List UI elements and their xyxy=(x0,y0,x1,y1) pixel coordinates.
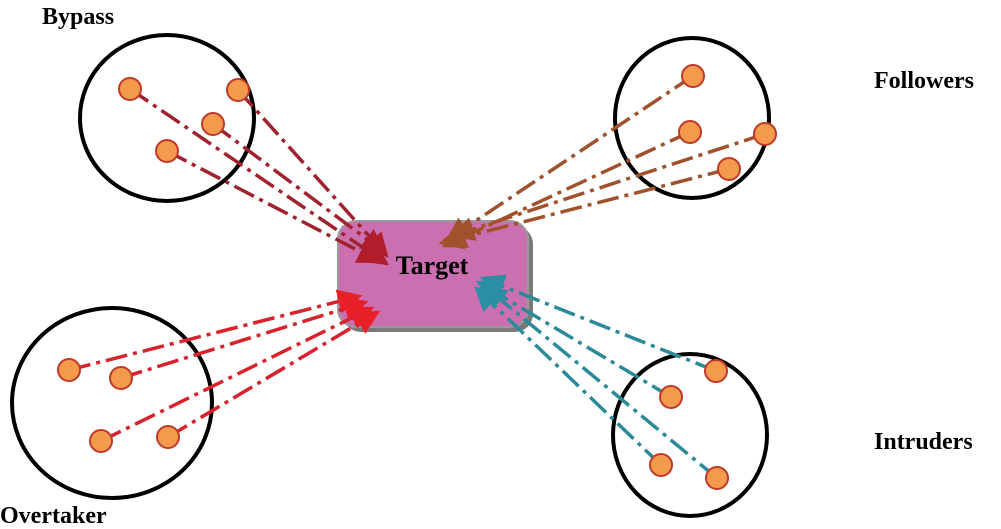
intruders-lines xyxy=(474,274,719,480)
target-label: Target xyxy=(396,251,469,280)
intruders-node xyxy=(649,453,673,477)
followers-line xyxy=(441,130,691,248)
followers-group-circle xyxy=(613,36,771,200)
bypass-line xyxy=(129,87,390,266)
intruders-line xyxy=(482,284,719,480)
intruders-group-circle xyxy=(611,352,769,518)
bypass-node xyxy=(226,78,250,102)
overtaker-line xyxy=(120,296,369,380)
bypass-group-circle xyxy=(78,33,256,203)
bypass-node xyxy=(155,139,179,163)
bypass-label: Bypass xyxy=(42,4,114,30)
intruders-node xyxy=(704,359,728,383)
overtaker-node xyxy=(109,366,133,390)
overtaker-line xyxy=(68,289,363,372)
followers-line xyxy=(449,132,766,241)
overtaker-label: Overtaker xyxy=(0,503,107,529)
followers-node xyxy=(753,122,777,146)
overtaker-group-circle xyxy=(10,306,214,500)
intruders-label: Intruders xyxy=(874,429,973,455)
bypass-line xyxy=(211,122,386,254)
intruders-line xyxy=(474,286,663,467)
followers-lines xyxy=(438,74,766,250)
followers-node xyxy=(717,157,741,181)
overtaker-line xyxy=(100,306,375,443)
bypass-node xyxy=(118,77,142,101)
followers-node xyxy=(681,64,705,88)
overtaker-line xyxy=(167,310,381,439)
overtaker-node xyxy=(156,425,180,449)
intruders-node xyxy=(705,466,729,490)
bypass-line xyxy=(166,149,383,264)
overtaker-node xyxy=(57,358,81,382)
followers-node xyxy=(678,120,702,144)
intruders-line xyxy=(479,274,717,373)
bypass-node xyxy=(201,112,225,136)
agent-nodes xyxy=(57,64,777,490)
followers-label: Followers xyxy=(874,68,974,94)
overtaker-node xyxy=(89,429,113,453)
followers-line xyxy=(444,74,694,242)
overtaker-lines xyxy=(68,289,381,443)
intruders-node xyxy=(659,385,683,409)
bypass-lines xyxy=(129,87,390,266)
intruders-line xyxy=(475,280,672,399)
followers-line xyxy=(438,167,730,250)
